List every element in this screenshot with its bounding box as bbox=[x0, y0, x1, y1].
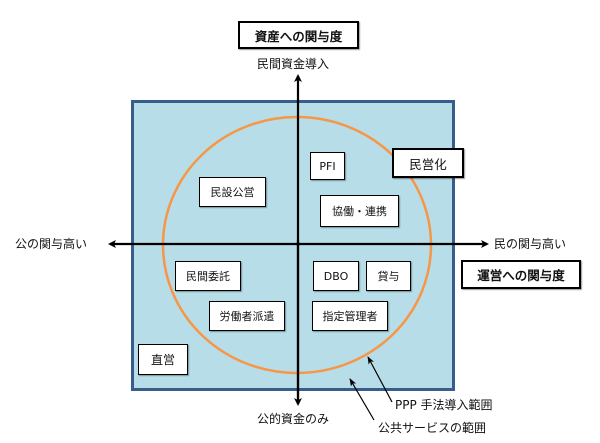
box-private-build-public-operate: 民設公営 bbox=[199, 177, 266, 207]
annotation-public-service-range: 公共サービスの範囲 bbox=[378, 421, 487, 435]
operation-involvement-title: 運営への関与度 bbox=[461, 260, 581, 289]
box-designated-manager: 指定管理者 bbox=[312, 301, 388, 331]
asset-involvement-title: 資産への関与度 bbox=[238, 21, 359, 49]
box-dbo: DBO bbox=[313, 261, 359, 291]
box-pfi: PFI bbox=[310, 152, 345, 180]
box-privatization: 民営化 bbox=[392, 148, 464, 178]
annotation-ppp-range: PPP 手法導入範囲 bbox=[395, 398, 493, 412]
axis-label-left: 公の関与高い bbox=[15, 237, 88, 251]
axis-label-top: 民間資金導入 bbox=[257, 57, 330, 71]
axis-label-bottom: 公的資金のみ bbox=[257, 412, 330, 426]
box-direct-management: 直営 bbox=[138, 344, 188, 375]
box-lending: 貸与 bbox=[366, 261, 411, 291]
public-service-pointer-arrow bbox=[349, 378, 375, 421]
axis-label-right: 民の関与高い bbox=[494, 237, 567, 251]
box-private-outsourcing: 民間委託 bbox=[175, 261, 241, 291]
ppp-range-pointer-arrow bbox=[367, 356, 393, 403]
box-collaboration: 協働・連携 bbox=[320, 195, 399, 227]
box-worker-dispatch: 労働者派遣 bbox=[209, 301, 285, 331]
